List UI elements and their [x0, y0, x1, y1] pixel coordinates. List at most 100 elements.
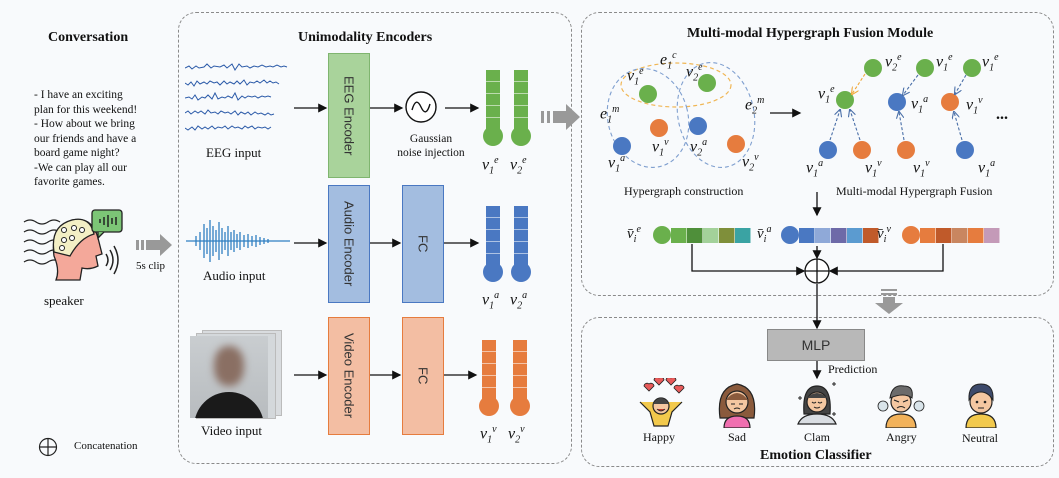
conversation-title: Conversation — [48, 30, 129, 45]
node-label-v2e: v2e — [686, 62, 703, 84]
node-label-v2a: v2a — [690, 137, 708, 159]
node-label-v1e: v1e — [627, 66, 644, 88]
fused-feature-cell — [952, 227, 968, 243]
audio-vector-1 — [483, 206, 503, 282]
clip-arrow-icon — [136, 234, 172, 256]
edge-label-e1m: e1m — [600, 104, 620, 126]
eeg-vector-2-label: v2e — [510, 155, 527, 177]
fused-video-label: v̄iv — [877, 224, 891, 245]
fused-node-dot — [781, 226, 799, 244]
eeg-encoder-label: EEG Encoder — [341, 75, 357, 156]
fusion-label-v1e-a: v1e — [936, 52, 953, 74]
conversation-line: favorite games. — [34, 176, 105, 188]
node-label-v2v: v2v — [742, 152, 759, 174]
conversation-line: plan for this weekend! — [34, 103, 138, 116]
emotion-label-sad: Sad — [728, 430, 746, 444]
emotion-label-happy: Happy — [643, 430, 675, 444]
fused-feature-cell — [735, 227, 751, 243]
video-input-label: Video input — [201, 423, 262, 438]
happy-emotion-icon — [639, 378, 685, 427]
fused-feature-cell — [863, 227, 879, 243]
fusion-label-v1v-bottom-1: v1v — [865, 158, 882, 180]
encoders-title: Unimodality Encoders — [298, 30, 433, 45]
audio-encoder-label: Audio Encoder — [341, 201, 357, 287]
video-vector-2 — [510, 340, 530, 416]
fused-feature-cell — [687, 227, 703, 243]
conversation-line: our friends and have a — [34, 132, 137, 145]
video-vector-1 — [479, 340, 499, 416]
video-vector-2-label: v2v — [508, 424, 525, 446]
neutral-emotion-icon — [965, 383, 997, 428]
fusion-ellipsis: ... — [996, 106, 1008, 123]
node-label-v1a: v1a — [608, 153, 626, 175]
construction-label: Hypergraph construction — [624, 184, 744, 198]
prediction-label: Prediction — [828, 362, 878, 376]
audio-input-label: Audio input — [203, 268, 266, 283]
fusion-label-v1e-center: v1e — [818, 84, 835, 106]
eeg-vector-1-label: v1e — [482, 155, 499, 177]
fused-feature-cell — [984, 227, 1000, 243]
conversation-text: - I have an exciting plan for this weeke… — [34, 88, 137, 190]
eeg-signal-image — [185, 63, 288, 131]
fused-feature-cell — [815, 227, 831, 243]
audio-encoder-box: Audio Encoder — [328, 185, 370, 303]
emotion-label-calm: Clam — [804, 430, 830, 444]
fused-audio-vector — [781, 226, 879, 244]
classifier-title: Emotion Classifier — [760, 448, 872, 463]
fused-feature-cell — [968, 227, 984, 243]
audio-vector-2-label: v2a — [510, 290, 528, 312]
audio-vector-1-label: v1a — [482, 290, 500, 312]
fusion-label-v1a-bottom-2: v1a — [978, 158, 996, 180]
fusion-label-v1v-center: v1v — [966, 95, 983, 117]
fused-video-vector — [902, 226, 1000, 244]
fused-feature-cell — [719, 227, 735, 243]
eeg-vector-1 — [483, 70, 503, 146]
fusion-title: Multi-modal Hypergraph Fusion Module — [687, 26, 934, 41]
fused-feature-cell — [703, 227, 719, 243]
concat-legend-icon — [38, 437, 58, 457]
clip-label: 5s clip — [136, 260, 166, 272]
fusion-label-v1a-bottom: v1a — [806, 158, 824, 180]
speaker-head-icon — [23, 209, 123, 281]
video-fc-box: FC — [402, 317, 444, 435]
noise-label-line-2: noise injection — [397, 147, 465, 159]
fusion-label: Multi-modal Hypergraph Fusion — [836, 184, 993, 198]
fused-feature-cell — [847, 227, 863, 243]
conversation-line: -We can play all our — [34, 161, 127, 174]
fused-eeg-label: v̄ie — [627, 224, 641, 245]
edge-label-e1c: e1c — [660, 50, 677, 72]
fusion-label-v1e-b: v1e — [982, 52, 999, 74]
gaussian-noise-label: Gaussian noise injection — [396, 132, 466, 160]
audio-fc-box: FC — [402, 185, 444, 303]
fused-node-dot — [902, 226, 920, 244]
eeg-input-label: EEG input — [206, 145, 262, 160]
fused-feature-cell — [799, 227, 815, 243]
video-vector-1-label: v1v — [480, 424, 497, 446]
gaussian-noise-icon — [405, 91, 437, 123]
audio-waveform-image — [186, 220, 290, 262]
fusion-label-v1v-bottom-2: v1v — [913, 158, 930, 180]
video-encoder-box: Video Encoder — [328, 317, 370, 435]
emotion-label-angry: Angry — [886, 430, 917, 444]
fused-eeg-vector — [653, 226, 751, 244]
fused-feature-cell — [671, 227, 687, 243]
conversation-line: - I have an exciting — [34, 89, 123, 101]
fused-node-dot — [653, 226, 671, 244]
eeg-encoder-box: EEG Encoder — [328, 53, 370, 178]
noise-label-line-1: Gaussian — [409, 133, 453, 145]
concat-legend-label: Concatenation — [74, 440, 138, 452]
conversation-line: board game night? — [34, 147, 120, 159]
mlp-label: MLP — [801, 337, 831, 353]
speaker-label: speaker — [44, 293, 84, 308]
fused-audio-label: v̄ia — [757, 224, 772, 245]
fusion-label-v2e: v2e — [885, 52, 902, 74]
video-frame-stack — [190, 330, 282, 419]
angry-emotion-icon — [877, 385, 925, 428]
mlp-box: MLP — [767, 329, 865, 361]
fusion-label-v1a-center: v1a — [911, 94, 929, 116]
calm-emotion-icon — [797, 382, 837, 425]
video-encoder-label: Video Encoder — [341, 333, 357, 419]
conversation-line: - How about we bring — [34, 118, 135, 130]
eeg-vector-2 — [511, 70, 531, 146]
